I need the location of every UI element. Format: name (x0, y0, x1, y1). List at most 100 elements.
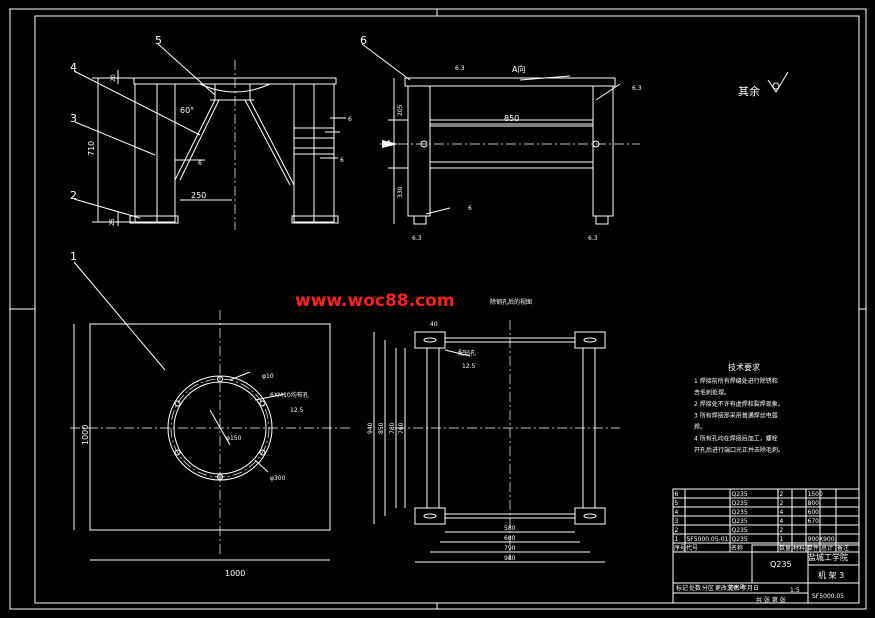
bolt-hole (217, 376, 223, 382)
part-label-3: 3 (70, 112, 77, 125)
hole-label-1: φ150 (226, 435, 242, 442)
bolt-hole (217, 474, 223, 480)
weld-note-2: 6 (348, 116, 352, 123)
weld-note-br: 6.3 (588, 235, 598, 242)
dim-600: 600 (504, 535, 516, 542)
parts-cell: 2 (780, 527, 784, 534)
weld-note-3: 6 (340, 157, 344, 164)
parts-header-cell: 名称 (731, 544, 743, 552)
tech-req-item: 2 焊接处不许有虚焊和裂焊现象。 (694, 400, 784, 408)
frame-top-view (373, 320, 620, 563)
dim-790: 790 (504, 545, 516, 552)
dim-250: 250 (191, 191, 206, 200)
tech-req-item: 焊。 (694, 423, 706, 431)
frame-hole-note: 配钻孔 (458, 349, 476, 357)
revision-label: 年月日 (741, 584, 759, 592)
bolt-hole (259, 449, 266, 456)
dim-1000-v: 1000 (81, 425, 90, 445)
dim-850: 850 (504, 114, 519, 123)
dim-780: 780 (389, 422, 396, 434)
bolt-hole (174, 400, 181, 407)
rear-view-title: 除钢孔后的视图 (490, 298, 532, 306)
parts-cell: Q235 (732, 527, 748, 534)
remaining-finish-label: 其余 (738, 84, 760, 98)
tech-req-item: 去毛刺处理。 (694, 389, 730, 397)
parts-cell: Q235 (732, 509, 748, 516)
revision-label: 签名 (728, 584, 740, 592)
tech-req-item: 1 焊接前所有焊缝处进行除锈和 (694, 377, 778, 385)
parts-header-cell: 材料 (793, 544, 805, 552)
tech-req-item: 4 所有孔均在焊接后加工，螺栓 (694, 435, 778, 443)
weld-note-top: 6.3 (455, 65, 465, 72)
front-view (73, 43, 346, 230)
weld-note-bottom: 6 (468, 205, 472, 212)
parts-cell: 670 (808, 518, 820, 525)
tech-req-title: 技术要求 (728, 362, 760, 372)
plate-view (70, 261, 350, 561)
parts-cell: 800 (808, 500, 820, 507)
parts-cell: SF5000.05-01 (687, 536, 729, 543)
drawing-number: SF5000.05 (812, 593, 844, 600)
drawing-scale: 1:5 (790, 587, 800, 594)
parts-cell: 4 (780, 518, 784, 525)
hole-label-2: φ10 (262, 373, 274, 380)
parts-header-cell: 备注 (837, 544, 849, 552)
dim-580: 580 (504, 525, 516, 532)
drawing-name: 机 架 3 (818, 570, 844, 580)
side-view (361, 43, 640, 225)
section-a: A (386, 139, 392, 148)
weld-note-right: 6.3 (632, 85, 642, 92)
parts-cell: Q235 (732, 518, 748, 525)
view-a-title: A向 (512, 64, 525, 74)
parts-cell: 2 (780, 500, 784, 507)
dim-980: 980 (504, 555, 516, 562)
part-label-6: 6 (360, 34, 367, 47)
dim-25: 25 (109, 218, 116, 226)
dim-940: 940 (367, 422, 374, 434)
dim-760: 760 (398, 422, 405, 434)
weld-note-1: 6 (198, 160, 202, 167)
parts-cell: 2 (780, 491, 784, 498)
parts-cell: 2 (675, 527, 679, 534)
frame-finish: 12.5 (462, 363, 476, 370)
dim-330: 330 (397, 186, 404, 198)
hole-note: 6XM10均布孔 (270, 391, 309, 399)
sheet-info: 共 张 第 张 (756, 596, 786, 604)
parts-header-cell: 单件 (807, 544, 819, 552)
parts-cell: Q235 (732, 536, 748, 543)
parts-cell: 600 (808, 509, 820, 516)
parts-cell: 4 (675, 509, 679, 516)
parts-header-cell: 代号 (686, 544, 698, 552)
part-label-2: 2 (70, 189, 77, 202)
part-label-1: 1 (70, 250, 77, 263)
parts-cell: 4 (780, 509, 784, 516)
dim-850v: 850 (378, 422, 385, 434)
parts-cell: 900X900 (808, 536, 835, 543)
border-ticks (10, 9, 866, 609)
dim-1000-h: 1000 (225, 569, 245, 578)
bolt-hole (259, 400, 266, 407)
tech-req-item: 3 所有焊接部采用普通焊丝电弧 (694, 412, 778, 420)
watermark: www.woc88.com (295, 291, 455, 311)
revision-label: 更改文件号 (715, 584, 745, 592)
parts-cell: Q235 (732, 491, 748, 498)
tech-req-item: 开孔后进行端口光正并去除毛刺。 (694, 446, 784, 454)
school-name: 盐城工学院 (808, 552, 848, 562)
dim-205: 205 (397, 104, 404, 116)
bolt-holes (174, 376, 266, 480)
surface-finish-icon (767, 71, 789, 93)
material-q235: Q235 (770, 560, 792, 569)
parts-cell: 6 (675, 491, 679, 498)
parts-cell: 5 (675, 500, 679, 507)
bolt-hole (174, 449, 181, 456)
parts-header-cell: 数量 (779, 544, 791, 552)
parts-header-cell: 序号 (674, 544, 686, 552)
parts-cell: 1500 (808, 491, 823, 498)
dim-20: 20 (110, 74, 117, 82)
part-label-5: 5 (155, 34, 162, 47)
plate-finish: 12.5 (290, 407, 304, 414)
parts-cell: 1 (780, 536, 784, 543)
